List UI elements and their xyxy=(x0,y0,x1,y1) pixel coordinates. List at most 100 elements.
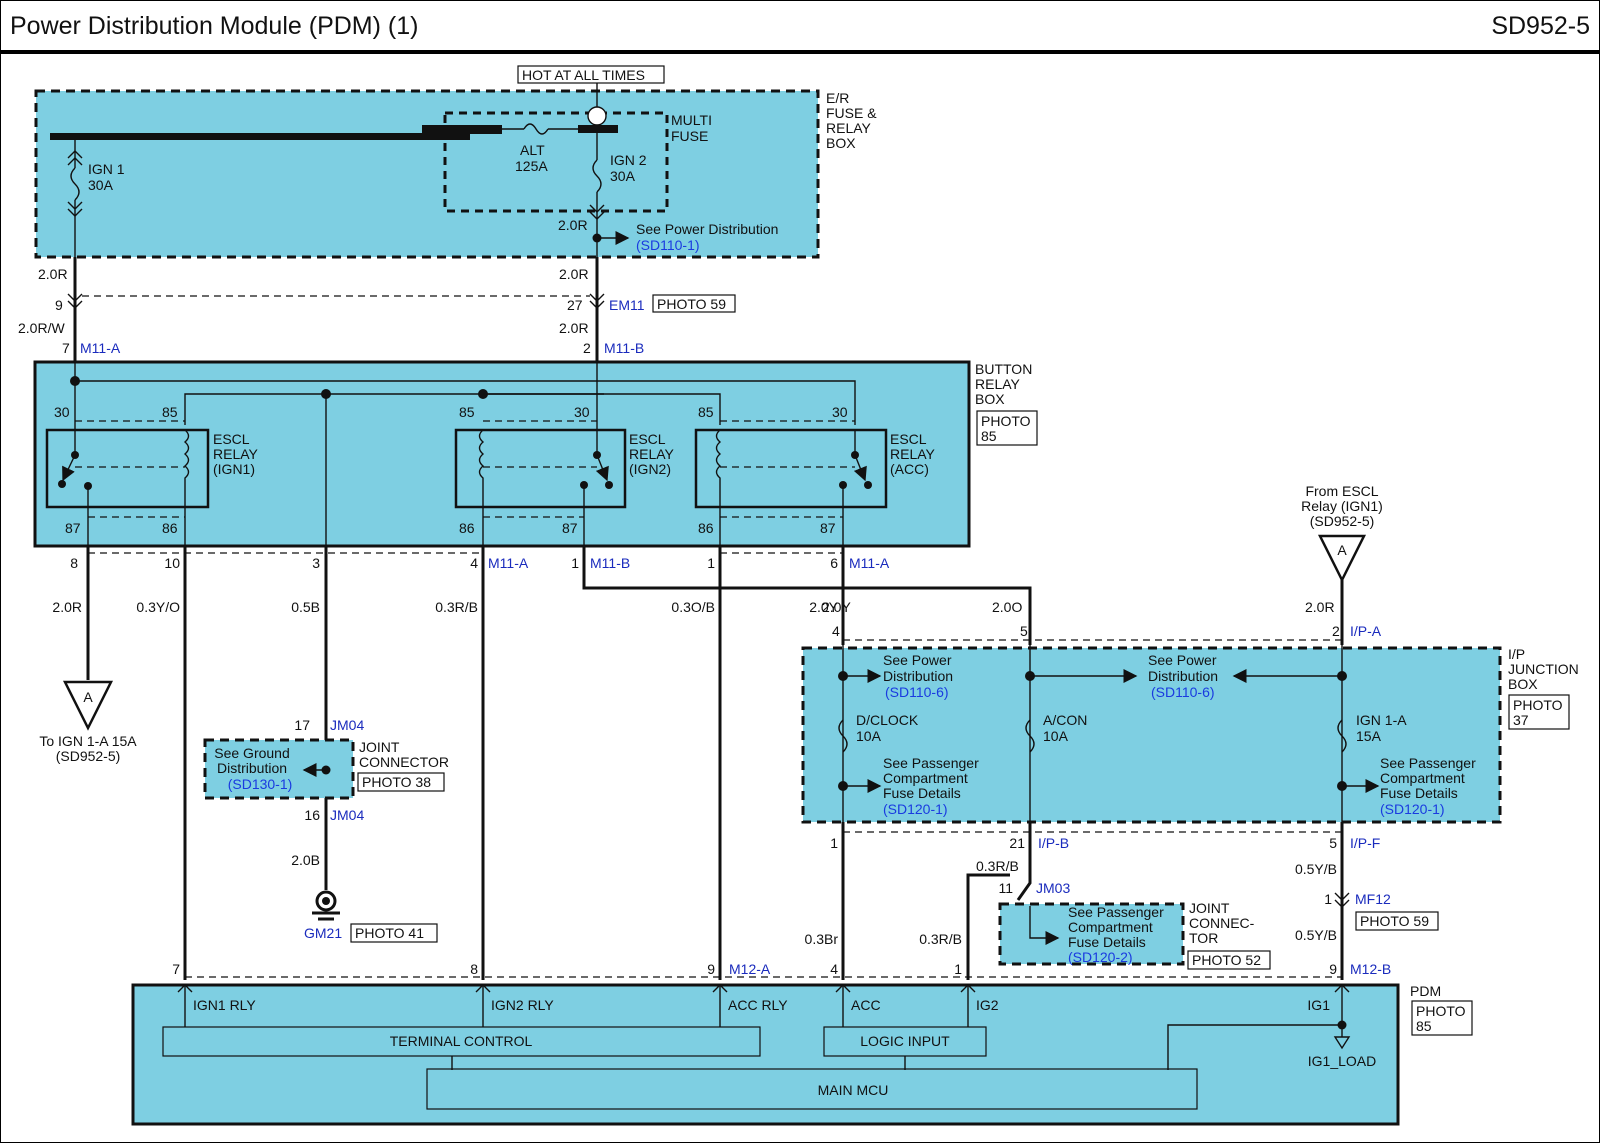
header-bar: Power Distribution Module (PDM) (1) SD95… xyxy=(0,0,1600,54)
joint-label: JOINT xyxy=(359,739,400,755)
relay-label: ESCL xyxy=(629,431,666,447)
offpage-connector-to[interactable]: A To IGN 1-A 15A (SD952-5) xyxy=(39,680,137,764)
fuse-name: IGN 2 xyxy=(610,152,647,168)
connector-id: JM04 xyxy=(330,807,364,823)
offpage-text: From ESCL xyxy=(1305,483,1378,499)
fuse-rating: 30A xyxy=(610,168,636,184)
see-power-text: See Power xyxy=(1148,652,1217,668)
ground-icon xyxy=(312,890,340,921)
see-power-text: Distribution xyxy=(883,668,953,684)
photo-ref: PHOTO xyxy=(1513,697,1563,713)
pin-number: 4 xyxy=(830,961,838,977)
ign1-fuse-icon xyxy=(70,167,80,201)
see-power-ref-link[interactable]: (SD110-1) xyxy=(636,237,700,253)
block-label: MAIN MCU xyxy=(818,1082,889,1098)
connector-id: M11-A xyxy=(849,555,890,571)
ground-joint-connector: 17 JM04 See Ground Distribution (SD130-1… xyxy=(203,717,449,943)
see-pass-ref-link[interactable]: (SD120-1) xyxy=(883,801,948,817)
upper-wires: 2.0R 9 2.0R/W 7 M11-A 2.0R 27 EM11 PHOTO… xyxy=(18,257,736,362)
see-pass-ref-link[interactable]: (SD120-1) xyxy=(1380,801,1445,817)
offpage-letter: A xyxy=(1337,542,1347,558)
connector-id: I/P-B xyxy=(1038,835,1069,851)
relay-label: RELAY xyxy=(890,446,936,462)
see-ground-text: Distribution xyxy=(217,760,287,776)
wire-spec: 2.0R xyxy=(558,217,588,233)
pin-function: IGN1 RLY xyxy=(193,997,256,1013)
pin-number: 1 xyxy=(571,555,579,571)
relay-label: (ACC) xyxy=(890,461,929,477)
photo-ref: PHOTO 38 xyxy=(362,774,431,790)
wire-spec: 0.3Y/O xyxy=(136,599,180,615)
wire-spec: 0.5B xyxy=(291,599,320,615)
connector-id: M12-A xyxy=(729,961,771,977)
wire-spec: 0.3R/B xyxy=(435,599,478,615)
relay-coil-icon xyxy=(183,429,190,546)
main-mcu-block xyxy=(426,1068,1198,1110)
ground-id: GM21 xyxy=(304,925,342,941)
pin-number: 9 xyxy=(1329,961,1337,977)
connector-id: M11-B xyxy=(590,555,630,571)
box-label: BOX xyxy=(826,135,856,151)
box-label: I/P xyxy=(1508,646,1525,662)
joint-label: JOINT xyxy=(1189,900,1230,916)
relay-label: (IGN1) xyxy=(213,461,255,477)
connector-id: I/P-A xyxy=(1350,623,1382,639)
fuse-name: ALT xyxy=(520,142,545,158)
fuse-name: IGN 1 xyxy=(88,161,125,177)
see-power-ref-link[interactable]: (SD110-6) xyxy=(1151,684,1215,700)
see-power-text: See Power Distribution xyxy=(636,221,778,237)
see-pass-ref-link[interactable]: (SD120-2) xyxy=(1068,949,1133,965)
see-power-text: See Power xyxy=(883,652,952,668)
pin-number: 11 xyxy=(998,880,1013,896)
connector-id: I/P-F xyxy=(1350,835,1380,851)
see-pass-text: See Passenger xyxy=(1380,755,1476,771)
wire-spec: 2.0R xyxy=(1305,599,1335,615)
photo-ref: 85 xyxy=(1416,1018,1432,1034)
offpage-text: (SD952-5) xyxy=(1310,513,1375,529)
pin-number: 1 xyxy=(830,835,838,851)
pin-number: 86 xyxy=(698,520,714,536)
pin-number: 87 xyxy=(820,520,836,536)
pin-number: 1 xyxy=(954,961,962,977)
relay-coil-icon xyxy=(478,429,485,546)
see-power-ref-link[interactable]: (SD110-6) xyxy=(885,684,949,700)
terminal-control-block xyxy=(162,1026,761,1057)
photo-ref: PHOTO 59 xyxy=(1360,913,1429,929)
offpage-connector-from[interactable]: From ESCL Relay (IGN1) (SD952-5) A xyxy=(1301,483,1383,645)
offpage-text: (SD952-5) xyxy=(56,748,121,764)
see-pass-text: Fuse Details xyxy=(1380,785,1458,801)
see-ground-text: See Ground xyxy=(214,745,290,761)
pin-number: 7 xyxy=(172,961,180,977)
pin-number: 21 xyxy=(1009,835,1025,851)
photo-ref: PHOTO 41 xyxy=(355,925,424,941)
relay-coil-icon xyxy=(715,429,722,546)
dclock-fuse-icon xyxy=(838,719,848,753)
see-power-text: Distribution xyxy=(1148,668,1218,684)
wire-spec: 2.0R xyxy=(559,266,589,282)
connector-id: EM11 xyxy=(609,297,645,313)
pin-number: 9 xyxy=(707,961,715,977)
pin-number: 1 xyxy=(707,555,715,571)
pin-number: 4 xyxy=(470,555,478,571)
fuse-name: D/CLOCK xyxy=(856,712,919,728)
pin-number: 5 xyxy=(1329,835,1337,851)
fuse-rating: 10A xyxy=(856,728,882,744)
wire-spec: 2.0R xyxy=(52,599,82,615)
pin-number: 1 xyxy=(1324,891,1332,907)
wire-spec: 2.0Y xyxy=(822,599,851,615)
fuse-name: A/CON xyxy=(1043,712,1087,728)
pin-number: 86 xyxy=(459,520,475,536)
pin-number: 10 xyxy=(164,555,180,571)
connector-id: M11-B xyxy=(604,340,644,356)
relay-label: RELAY xyxy=(629,446,675,462)
see-ground-ref-link[interactable]: (SD130-1) xyxy=(228,776,293,792)
wire-spec: 2.0Y xyxy=(809,599,838,615)
multi-fuse-label: FUSE xyxy=(671,128,708,144)
box-label: RELAY xyxy=(826,120,872,136)
lower-wires: 1 21 I/P-B 5 I/P-F 0.3R/B 11 JM03 See Pa… xyxy=(805,822,1439,980)
pin-number: 9 xyxy=(55,297,63,313)
pin-number: 30 xyxy=(574,404,590,420)
pin-number: 85 xyxy=(162,404,178,420)
see-pass-text: See Passenger xyxy=(1068,904,1164,920)
